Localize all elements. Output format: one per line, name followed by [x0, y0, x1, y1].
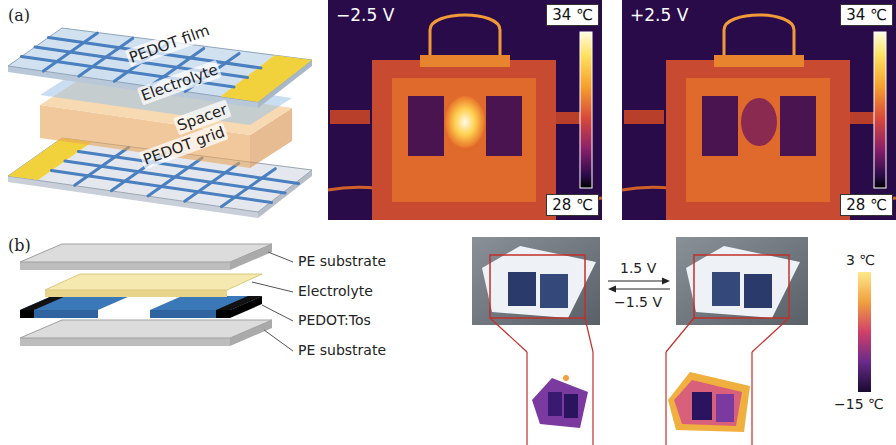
scale-box: 28 ℃: [546, 194, 599, 216]
part-label: PE substrate: [298, 253, 386, 270]
scale-box: 34 ℃: [840, 4, 893, 26]
switch-arrows: [608, 278, 670, 293]
zoom-lines: [490, 318, 789, 445]
voltage-label: −2.5 V: [336, 5, 394, 25]
photo: [676, 237, 808, 325]
voltage-label: −1.5 V: [614, 294, 662, 311]
voltage-label: +2.5 V: [630, 5, 688, 25]
thermal-image: [622, 0, 896, 220]
temperature-label: 28 ℃: [552, 196, 593, 214]
photo: [472, 237, 600, 325]
part-label: PE substrate: [298, 342, 386, 359]
temperature-label: 34 ℃: [846, 6, 887, 24]
thermal-crop: [668, 372, 750, 432]
thermal-panel: −2.5 V 34 ℃ 28 ℃: [328, 0, 602, 220]
layer-stack: [20, 244, 293, 351]
part-label: PEDOT:Tos: [298, 312, 371, 329]
color-bar: [858, 272, 871, 392]
thermal-crop: [532, 375, 588, 428]
temperature-label: −15 ℃: [834, 396, 884, 413]
leader-line: [252, 252, 293, 351]
temperature-label: 3 ℃: [846, 252, 875, 269]
temperature-label: 34 ℃: [552, 6, 593, 24]
panel-letter: (b): [8, 236, 31, 255]
temperature-label: 28 ℃: [846, 196, 887, 214]
thermal-panel: +2.5 V 34 ℃ 28 ℃: [622, 0, 896, 220]
scale-box: 28 ℃: [840, 194, 893, 216]
part-label: PEDOT film: [125, 20, 214, 67]
part-label: Electrolyte: [298, 283, 373, 300]
scale-box: 34 ℃: [546, 4, 599, 26]
part-label: Electrolyte: [137, 60, 222, 106]
thermal-image: [328, 0, 602, 220]
panel-letter: (a): [8, 6, 30, 25]
voltage-label: 1.5 V: [620, 260, 656, 277]
